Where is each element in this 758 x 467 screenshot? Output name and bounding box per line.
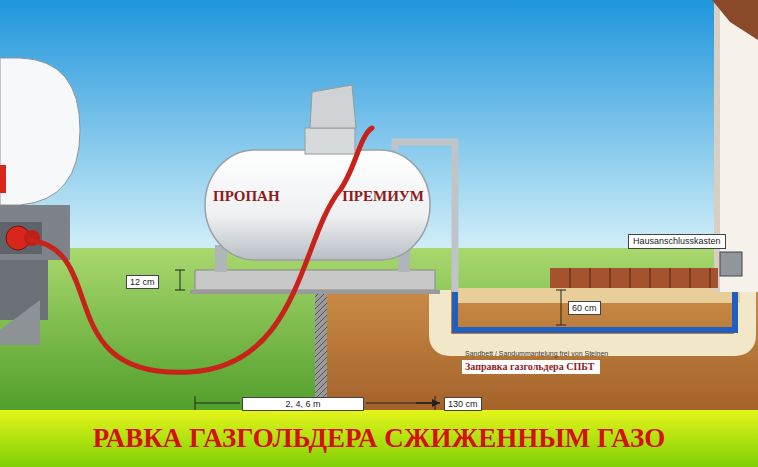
tank-text: ПРОПАН bbox=[213, 188, 280, 205]
note-label: Заправка газгольдера СПБТ bbox=[462, 360, 600, 374]
tank-text: ПРЕМИУМ bbox=[342, 188, 424, 205]
box-text: Hausanschlusskasten bbox=[633, 236, 721, 247]
note-text: Sandbett / Sandummantelung frei von Stei… bbox=[462, 349, 611, 358]
dimension-label: 130 cm bbox=[444, 397, 482, 411]
dimension-label: 12 cm bbox=[126, 275, 159, 289]
banner-title: РАВКА ГАЗГОЛЬДЕРА СЖИЖЕННЫМ ГАЗО bbox=[93, 422, 666, 454]
label-box: Hausanschlusskasten bbox=[628, 234, 726, 249]
dimension-label: 60 cm bbox=[568, 301, 601, 315]
dimension-label: 2, 4, 6 m bbox=[242, 397, 364, 411]
tank-box: ПРОПАН ПРЕМИУМ bbox=[205, 180, 430, 216]
